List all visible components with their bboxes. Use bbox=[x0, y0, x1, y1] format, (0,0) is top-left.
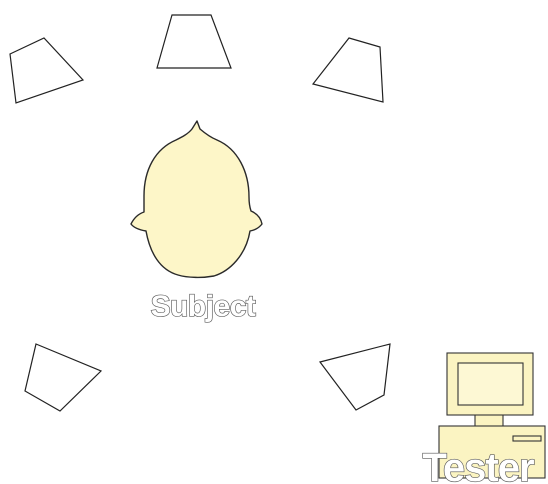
speaker-left-top bbox=[10, 38, 83, 103]
speaker-right-bottom bbox=[320, 344, 390, 410]
speaker-right-top bbox=[313, 38, 383, 102]
subject-label: Subject bbox=[151, 290, 256, 323]
speaker-left-bottom bbox=[25, 344, 101, 411]
drive-slot bbox=[513, 436, 541, 441]
monitor-screen bbox=[458, 363, 523, 405]
tester-label: Tester bbox=[422, 446, 534, 484]
speaker-top-center bbox=[157, 15, 231, 68]
subject-head-icon bbox=[131, 121, 262, 277]
